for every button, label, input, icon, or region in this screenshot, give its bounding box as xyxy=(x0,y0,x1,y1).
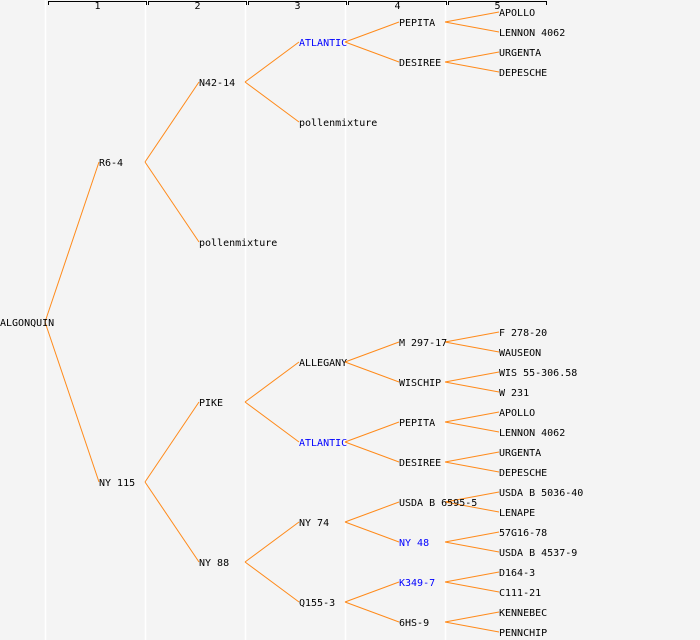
pedigree-node[interactable]: DESIREE xyxy=(399,58,441,69)
pedigree-edge xyxy=(444,51,500,63)
pedigree-node[interactable]: DESIREE xyxy=(399,458,441,469)
pedigree-node[interactable]: PEPITA xyxy=(399,18,435,29)
pedigree-edge xyxy=(444,461,500,473)
pedigree-node[interactable]: LENNON 4062 xyxy=(499,28,565,39)
pedigree-edge xyxy=(444,611,500,623)
pedigree-node[interactable]: KENNEBEC xyxy=(499,608,547,619)
pedigree-edge xyxy=(344,581,400,603)
pedigree-edge xyxy=(244,361,300,403)
pedigree-node[interactable]: W 231 xyxy=(499,388,529,399)
pedigree-edge xyxy=(144,81,200,163)
pedigree-node[interactable]: PENNCHIP xyxy=(499,628,547,639)
pedigree-node[interactable]: ALGONQUIN xyxy=(0,318,54,329)
generation-label: 3 xyxy=(294,1,300,12)
pedigree-edge xyxy=(444,331,500,343)
pedigree-edge xyxy=(444,381,500,393)
pedigree-edge xyxy=(144,161,200,243)
pedigree-node[interactable]: pollenmixture xyxy=(299,118,377,129)
pedigree-edge xyxy=(344,41,400,63)
pedigree-node[interactable]: N42-14 xyxy=(199,78,235,89)
pedigree-node[interactable]: URGENTA xyxy=(499,448,541,459)
pedigree-node[interactable]: APOLLO xyxy=(499,408,535,419)
pedigree-node[interactable]: D164-3 xyxy=(499,568,535,579)
pedigree-edge xyxy=(444,581,500,593)
generation-label: 4 xyxy=(394,1,400,12)
pedigree-node[interactable]: R6-4 xyxy=(99,158,123,169)
pedigree-edge xyxy=(144,401,200,483)
pedigree-node[interactable]: M 297-17 xyxy=(399,338,447,349)
pedigree-edge xyxy=(44,161,100,323)
pedigree-node[interactable]: LENNON 4062 xyxy=(499,428,565,439)
pedigree-edge xyxy=(344,421,400,443)
pedigree-node[interactable]: 57G16-78 xyxy=(499,528,547,539)
pedigree-node[interactable]: K349-7 xyxy=(399,578,435,589)
generation-label: 2 xyxy=(194,1,200,12)
generation-label: 5 xyxy=(494,1,500,12)
generation-bracket xyxy=(148,1,247,5)
generation-bracket xyxy=(248,1,347,5)
pedigree-node[interactable]: NY 115 xyxy=(99,478,135,489)
pedigree-edge xyxy=(444,621,500,633)
pedigree-edge xyxy=(44,321,100,483)
pedigree-node[interactable]: PIKE xyxy=(199,398,223,409)
pedigree-edge xyxy=(244,561,300,603)
pedigree-edge xyxy=(244,521,300,563)
pedigree-node[interactable]: F 278-20 xyxy=(499,328,547,339)
pedigree-edge xyxy=(344,601,400,623)
pedigree-node[interactable]: pollenmixture xyxy=(199,238,277,249)
pedigree-edge xyxy=(244,41,300,83)
pedigree-node[interactable]: APOLLO xyxy=(499,8,535,19)
pedigree-node[interactable]: ATLANTIC xyxy=(299,438,347,449)
pedigree-node[interactable]: Q155-3 xyxy=(299,598,335,609)
pedigree-node[interactable]: NY 74 xyxy=(299,518,329,529)
generation-bracket xyxy=(48,1,147,5)
pedigree-edge xyxy=(444,541,500,553)
pedigree-node[interactable]: WAUSEON xyxy=(499,348,541,359)
pedigree-edge xyxy=(444,61,500,73)
pedigree-edge xyxy=(444,371,500,383)
pedigree-node[interactable]: 6HS-9 xyxy=(399,618,429,629)
pedigree-node[interactable]: NY 48 xyxy=(399,538,429,549)
pedigree-edge xyxy=(444,21,500,33)
pedigree-edge xyxy=(344,521,400,543)
pedigree-edge xyxy=(444,451,500,463)
pedigree-edge xyxy=(344,441,400,463)
pedigree-node[interactable]: C111-21 xyxy=(499,588,541,599)
pedigree-node[interactable]: WIS 55-306.58 xyxy=(499,368,577,379)
pedigree-edge xyxy=(244,401,300,443)
generation-bracket xyxy=(348,1,447,5)
pedigree-node[interactable]: USDA B 5036-40 xyxy=(499,488,583,499)
pedigree-edge xyxy=(144,481,200,563)
pedigree-edge xyxy=(444,11,500,23)
pedigree-node[interactable]: DEPESCHE xyxy=(499,68,547,79)
pedigree-edge xyxy=(344,361,400,383)
pedigree-node[interactable]: ATLANTIC xyxy=(299,38,347,49)
pedigree-edge xyxy=(444,421,500,433)
pedigree-node[interactable]: NY 88 xyxy=(199,558,229,569)
pedigree-node[interactable]: DEPESCHE xyxy=(499,468,547,479)
pedigree-edge xyxy=(244,81,300,123)
pedigree-node[interactable]: LENAPE xyxy=(499,508,535,519)
pedigree-edge xyxy=(444,411,500,423)
generation-label: 1 xyxy=(94,1,100,12)
pedigree-node[interactable]: USDA B 4537-9 xyxy=(499,548,577,559)
generation-bracket xyxy=(448,1,547,5)
pedigree-edge xyxy=(444,571,500,583)
pedigree-node[interactable]: WISCHIP xyxy=(399,378,441,389)
pedigree-node[interactable]: ALLEGANY xyxy=(299,358,347,369)
pedigree-edge xyxy=(444,531,500,543)
pedigree-node[interactable]: PEPITA xyxy=(399,418,435,429)
pedigree-node[interactable]: USDA B 6595-5 xyxy=(399,498,477,509)
pedigree-edge xyxy=(444,341,500,353)
pedigree-edge xyxy=(344,341,400,363)
pedigree-edge xyxy=(444,491,500,503)
pedigree-edge xyxy=(344,501,400,523)
pedigree-node[interactable]: URGENTA xyxy=(499,48,541,59)
pedigree-edge xyxy=(444,501,500,513)
pedigree-edge xyxy=(344,21,400,43)
